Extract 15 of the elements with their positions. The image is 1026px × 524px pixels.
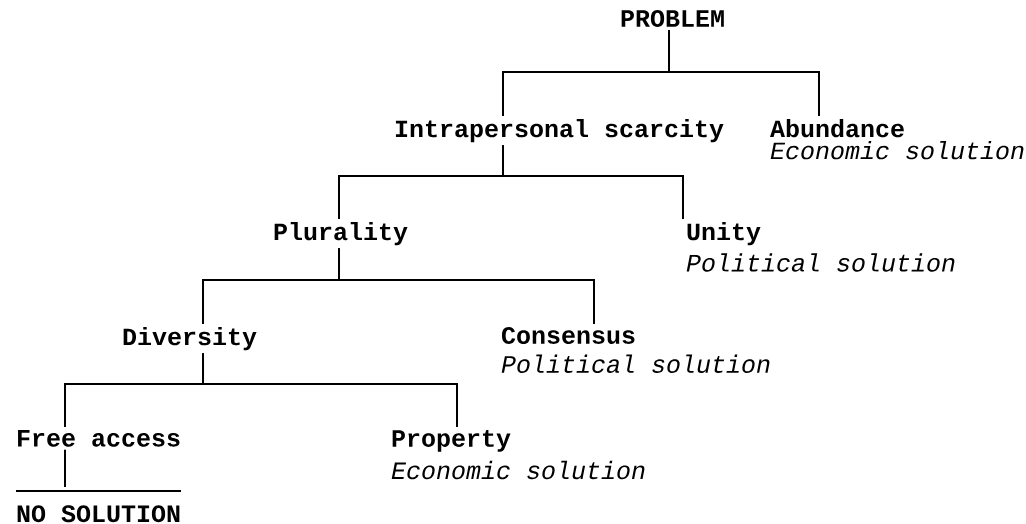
tree-node-label: Abundance Economic solution bbox=[770, 119, 1024, 160]
connector-line bbox=[502, 144, 684, 220]
tree-node-label: Intrapersonal scarcity bbox=[395, 119, 724, 143]
tree-node-label: Plurality bbox=[274, 222, 408, 246]
tree-node-label: NO SOLUTION bbox=[15, 490, 182, 523]
connector-line bbox=[202, 352, 458, 428]
tree-node-label: PROBLEM bbox=[621, 10, 724, 27]
tree-node-label: Consensus Political solution bbox=[501, 327, 770, 373]
tree-node-label: Free access bbox=[18, 430, 180, 447]
tree-node-label: Unity Political solution bbox=[686, 222, 955, 272]
tree-node-label: Property Economic solution bbox=[391, 430, 645, 480]
connector-line bbox=[338, 247, 595, 325]
tree-node-label: Diversity bbox=[123, 327, 257, 351]
connector-line bbox=[64, 448, 66, 488]
connector-line bbox=[668, 28, 820, 117]
